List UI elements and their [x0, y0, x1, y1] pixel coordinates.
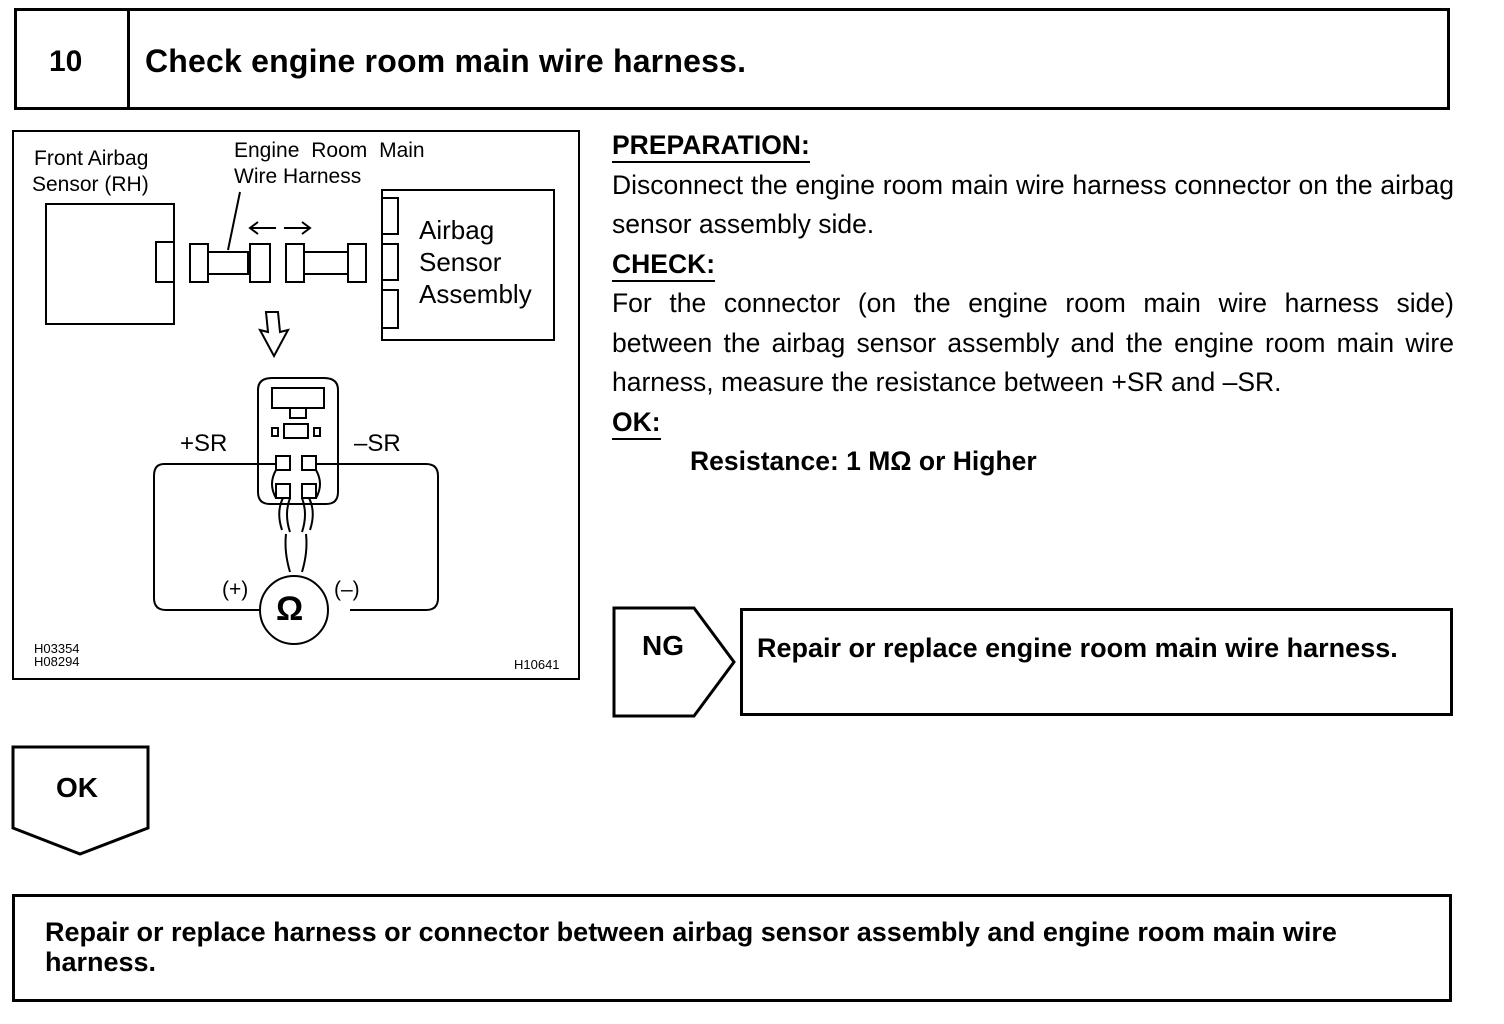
ng-result-box: Repair or replace engine room main wire …: [740, 608, 1453, 716]
preparation-text: Disconnect the engine room main wire har…: [612, 169, 1454, 240]
front-airbag-sensor-label-2: Sensor (RH): [32, 173, 149, 196]
airbag-sensor-label-1: Airbag: [419, 215, 495, 245]
wiring-diagram: Front Airbag Sensor (RH) Engine Room Mai…: [12, 130, 580, 680]
minus-probe-label: (–): [334, 578, 360, 601]
step-title: Check engine room main wire harness.: [145, 43, 747, 79]
ng-arrow-shape: [612, 606, 736, 718]
front-airbag-sensor-block: [45, 203, 175, 325]
ng-result-text: Repair or replace engine room main wire …: [757, 633, 1398, 663]
step-number: 10: [49, 45, 83, 78]
instructions: PREPARATION: Disconnect the engine room …: [612, 126, 1454, 482]
final-action-text: Repair or replace harness or connector b…: [45, 917, 1337, 977]
plus-sr-label: +SR: [180, 430, 228, 457]
ohm-icon: Ω: [276, 590, 304, 628]
final-action-box: Repair or replace harness or connector b…: [12, 894, 1452, 1002]
harness-connector-hatched: [249, 243, 271, 283]
harness-label-1: Engine Room Main: [234, 139, 425, 162]
figure-code-1: H03354: [34, 641, 80, 656]
harness-connector-right-end: [285, 243, 305, 283]
harness-connector-left-end: [189, 243, 209, 283]
figure-code-3: H10641: [514, 657, 560, 672]
ok-label: OK: [56, 772, 98, 803]
front-sensor-connector: [155, 241, 175, 283]
minus-sr-label: –SR: [354, 430, 401, 457]
check-text: For the connector (on the engine room ma…: [612, 288, 1454, 397]
front-airbag-sensor-label-1: Front Airbag: [34, 147, 149, 170]
down-arrow-icon: [258, 311, 290, 359]
ok-heading: OK:: [612, 406, 661, 440]
plus-probe-label: (+): [222, 578, 249, 601]
ok-arrow-shape: [11, 745, 150, 856]
harness-label-2: Wire Harness: [234, 165, 362, 188]
step-header: 10 Check engine room main wire harness.: [14, 8, 1450, 110]
figure-code-2: H08294: [34, 654, 80, 669]
airbag-sensor-label-2: Sensor: [419, 247, 502, 277]
connector-detail: [257, 377, 339, 505]
ohmmeter: [259, 575, 329, 645]
step-number-cell: 10: [17, 11, 130, 107]
preparation-heading: PREPARATION:: [612, 129, 810, 163]
diagram-drawing: [45, 189, 555, 645]
measurement-circuit: [153, 463, 439, 611]
ng-label: NG: [642, 630, 684, 661]
airbag-sensor-label-3: Assembly: [419, 279, 532, 309]
check-heading: CHECK:: [612, 248, 716, 282]
ok-spec: Resistance: 1 MΩ or Higher: [690, 446, 1037, 476]
